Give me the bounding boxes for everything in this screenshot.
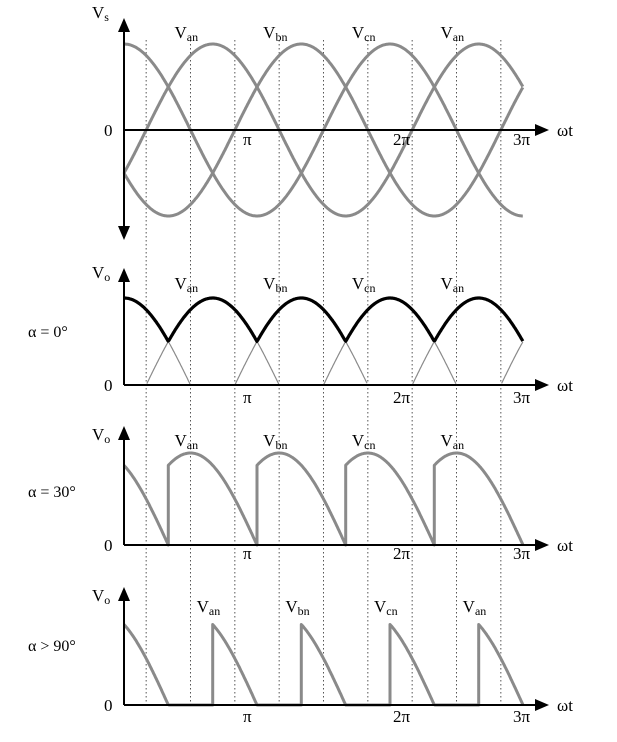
phase-lobe — [412, 297, 524, 385]
peak-label-an: Van — [463, 597, 487, 618]
peak-label-an: Van — [175, 23, 199, 44]
x-axis-label: ωt — [557, 376, 573, 395]
y-axis-arrow — [118, 587, 130, 601]
x-axis-arrow — [535, 699, 549, 711]
peak-label-bn: Vbn — [263, 23, 287, 44]
peak-label-cn: Vcn — [352, 431, 376, 452]
firing-angle-label: α > 90° — [28, 638, 76, 655]
panel-output-alpha-90: ωt 0 Vo π 2π 3π α > 90° Van Vbn Vcn Van — [28, 586, 573, 726]
peak-label-bn: Vbn — [263, 431, 287, 452]
peak-label-an: Van — [175, 274, 199, 295]
x-axis-arrow — [535, 124, 549, 136]
wave-bn — [122, 42, 525, 218]
panel-output-alpha-0: ωt 0 Vo π 2π 3π α = 0° Van Vbn Vcn Van — [28, 263, 573, 407]
wave-cn — [122, 42, 525, 218]
firing-angle-label: α = 0° — [28, 324, 68, 341]
x-tick-label: π — [243, 707, 252, 726]
x-tick-label: 3π — [513, 130, 531, 149]
zero-label: 0 — [104, 121, 113, 140]
x-axis-arrow — [535, 379, 549, 391]
firing-angle-label: α = 30° — [28, 484, 76, 501]
peak-label-cn: Vcn — [352, 274, 376, 295]
zero-label: 0 — [104, 536, 113, 555]
y-axis-arrow — [118, 268, 130, 282]
y-axis-label: Vo — [92, 425, 110, 446]
x-tick-label: 3π — [513, 388, 531, 407]
peak-label-an: Van — [197, 597, 221, 618]
y-axis-label: Vo — [92, 263, 110, 284]
panel-source-voltages: ωt 0 Vs π 2π 3π Van Vbn Vcn Van — [92, 3, 573, 240]
x-tick-label: π — [243, 130, 252, 149]
x-tick-label: 2π — [393, 388, 411, 407]
x-tick-label: π — [243, 544, 252, 563]
peak-label-an: Van — [441, 431, 465, 452]
x-tick-label: 3π — [513, 544, 531, 563]
vertical-guide-lines — [145, 40, 502, 705]
y-axis-arrow — [118, 426, 130, 440]
peak-label-bn: Vbn — [263, 274, 287, 295]
peak-label-an: Van — [441, 274, 465, 295]
phase-lobe — [501, 341, 524, 384]
panel-output-alpha-30: ωt 0 Vo π 2π 3π α = 30° Van Vbn Vcn Van — [28, 425, 573, 563]
x-axis-label: ωt — [557, 121, 573, 140]
phase-lobe — [124, 297, 191, 385]
peak-label-bn: Vbn — [285, 597, 309, 618]
y-axis-arrow — [118, 18, 130, 32]
peak-label-an: Van — [175, 431, 199, 452]
peak-label-an: Van — [441, 23, 465, 44]
output-voltage — [123, 296, 525, 343]
peak-label-cn: Vcn — [374, 597, 398, 618]
output-voltage — [122, 451, 525, 547]
zero-label: 0 — [104, 696, 113, 715]
x-tick-label: π — [243, 388, 252, 407]
x-axis-label: ωt — [557, 696, 573, 715]
x-axis-arrow — [535, 539, 549, 551]
y-axis-label: Vo — [92, 586, 110, 607]
zero-label: 0 — [104, 376, 113, 395]
x-tick-label: 2π — [393, 130, 411, 149]
x-tick-label: 3π — [513, 707, 531, 726]
x-tick-label: 2π — [393, 544, 411, 563]
x-axis-label: ωt — [557, 536, 573, 555]
peak-label-cn: Vcn — [352, 23, 376, 44]
y-axis-label: Vs — [92, 3, 109, 24]
x-tick-label: 2π — [393, 707, 411, 726]
